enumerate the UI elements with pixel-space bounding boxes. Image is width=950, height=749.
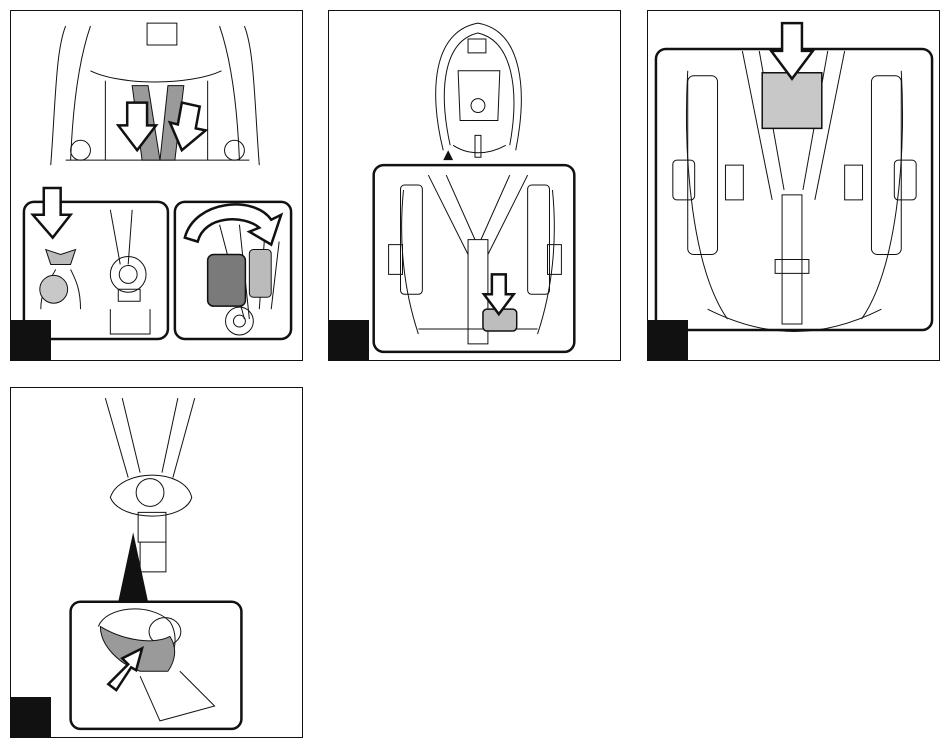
step-panel-2: [328, 10, 621, 361]
step-panel-3: [647, 10, 940, 361]
buckle-release-illustration: [11, 388, 302, 737]
step-number-badge: [11, 697, 51, 737]
step-number-badge: [11, 320, 51, 360]
step-panel-4: [10, 387, 303, 738]
step-number-badge: [329, 320, 369, 360]
harness-release-illustration: [11, 11, 302, 360]
harness-adjuster-illustration: [329, 11, 620, 360]
step-panel-1: [10, 10, 303, 361]
crotch-pad-illustration: [648, 11, 939, 360]
step-number-badge: [648, 320, 688, 360]
